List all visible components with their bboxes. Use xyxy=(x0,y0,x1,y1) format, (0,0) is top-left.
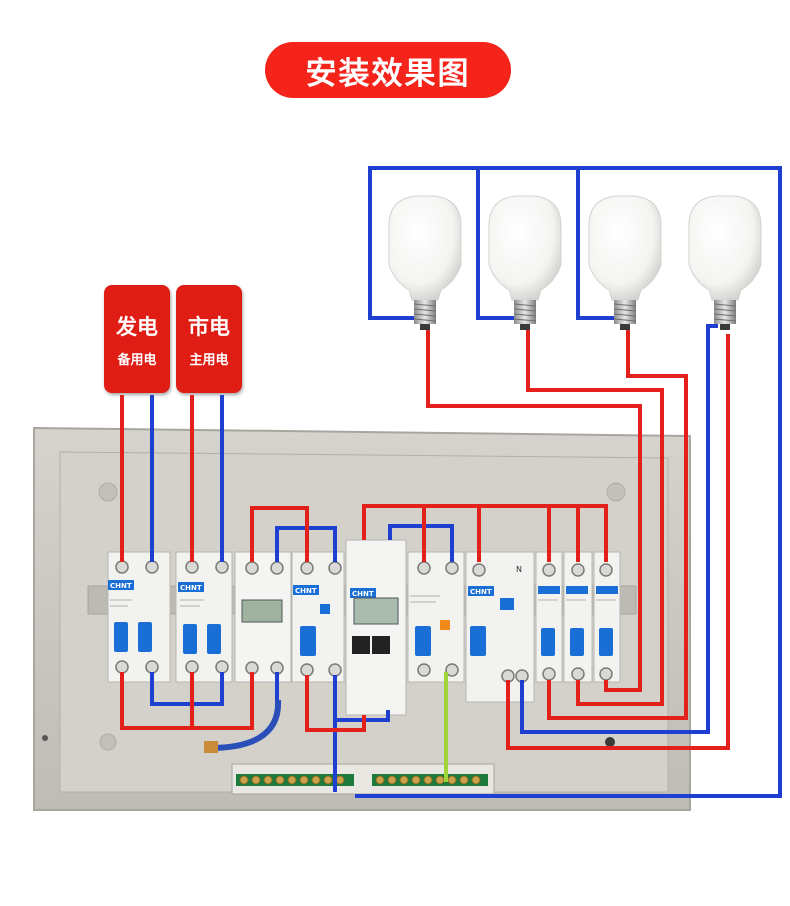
generator-source-label: 发电 备用电 xyxy=(104,285,170,393)
brand-label: CHNT xyxy=(470,588,492,596)
brand-label: CHNT xyxy=(110,582,132,590)
light-bulb xyxy=(488,195,562,330)
generator-label: 发电 xyxy=(116,315,158,339)
brand-label: CHNT xyxy=(295,587,317,595)
brand-label: CHNT xyxy=(352,590,374,598)
light-bulb xyxy=(388,195,462,330)
page-title: 安装效果图 xyxy=(305,55,471,92)
supply-cable xyxy=(204,699,282,753)
lamp-group xyxy=(388,195,762,330)
generator-sub-label: 备用电 xyxy=(117,353,157,368)
neutral-mark: N xyxy=(516,565,522,574)
mains-label: 市电 xyxy=(188,315,230,339)
light-bulb xyxy=(688,195,762,330)
mains-source-label: 市电 主用电 xyxy=(176,285,242,393)
light-bulb xyxy=(588,195,662,330)
terminal-busbar xyxy=(231,763,495,795)
neutral-wires xyxy=(150,166,782,798)
live-wires xyxy=(120,330,730,750)
mains-sub-label: 主用电 xyxy=(189,353,229,368)
brand-label: CHNT xyxy=(180,584,202,592)
title-banner: 安装效果图 xyxy=(265,42,511,98)
breaker-row: CHNT CHNT CHNT CHNT CHNT xyxy=(107,539,621,716)
